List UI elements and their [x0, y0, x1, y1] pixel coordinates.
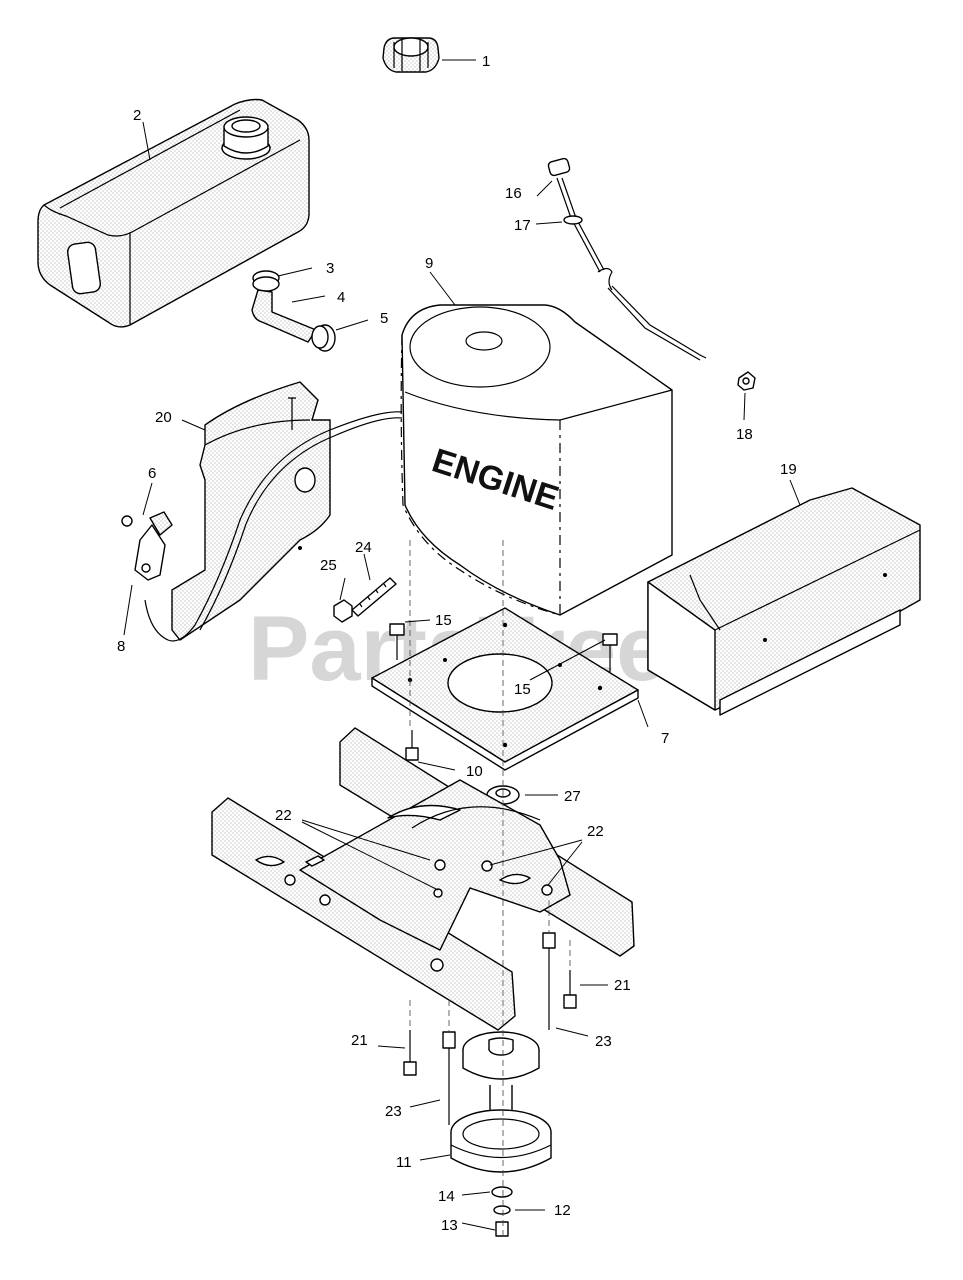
- callout-22b: 22: [587, 823, 604, 840]
- bolt-10: [405, 730, 419, 761]
- engine-shield: [171, 381, 331, 641]
- callout-21b: 21: [351, 1032, 368, 1049]
- callout-17: 17: [514, 217, 531, 234]
- engine-plate: [371, 607, 639, 771]
- callout-2: 2: [133, 107, 141, 124]
- callout-15b: 15: [514, 681, 531, 698]
- callout-27: 27: [564, 788, 581, 805]
- callout-23b: 23: [385, 1103, 402, 1120]
- callout-24: 24: [355, 539, 372, 556]
- callout-8: 8: [117, 638, 125, 655]
- shroud: [647, 487, 921, 716]
- callout-19: 19: [780, 461, 797, 478]
- callout-14: 14: [438, 1188, 455, 1205]
- callout-4: 4: [337, 289, 345, 306]
- callout-1: 1: [482, 53, 490, 70]
- callout-3: 3: [326, 260, 334, 277]
- control-rod: [547, 157, 756, 391]
- callout-10: 10: [466, 763, 483, 780]
- callout-6: 6: [148, 465, 156, 482]
- callout-21a: 21: [614, 977, 631, 994]
- callout-13: 13: [441, 1217, 458, 1234]
- throttle-control: [121, 411, 403, 642]
- frame: [211, 727, 635, 1031]
- callout-12: 12: [554, 1202, 571, 1219]
- long-bolts: [403, 900, 577, 1125]
- fuel-hose-assembly: [251, 270, 336, 352]
- leader-lines: [123, 59, 801, 1231]
- callout-15a: 15: [435, 612, 452, 629]
- stud-and-nut: [333, 577, 397, 623]
- pulley-assembly: [450, 1031, 552, 1173]
- callout-25: 25: [320, 557, 337, 574]
- callout-16: 16: [505, 185, 522, 202]
- fuel-cap: [382, 37, 440, 73]
- callout-11: 11: [396, 1154, 412, 1171]
- engine: ENGINE: [400, 304, 673, 616]
- hardware-12-13-14: [491, 1186, 513, 1237]
- callout-5: 5: [380, 310, 388, 327]
- callout-7: 7: [661, 730, 669, 747]
- callout-18: 18: [736, 426, 753, 443]
- fuel-tank: [37, 98, 310, 328]
- callout-23a: 23: [595, 1033, 612, 1050]
- callout-22a: 22: [275, 807, 292, 824]
- callout-9: 9: [425, 255, 433, 272]
- callout-20: 20: [155, 409, 172, 426]
- callouts: 1 2 3 4 5 6 7 8 9 10 11 12 13 14 15 15 1…: [117, 53, 797, 1234]
